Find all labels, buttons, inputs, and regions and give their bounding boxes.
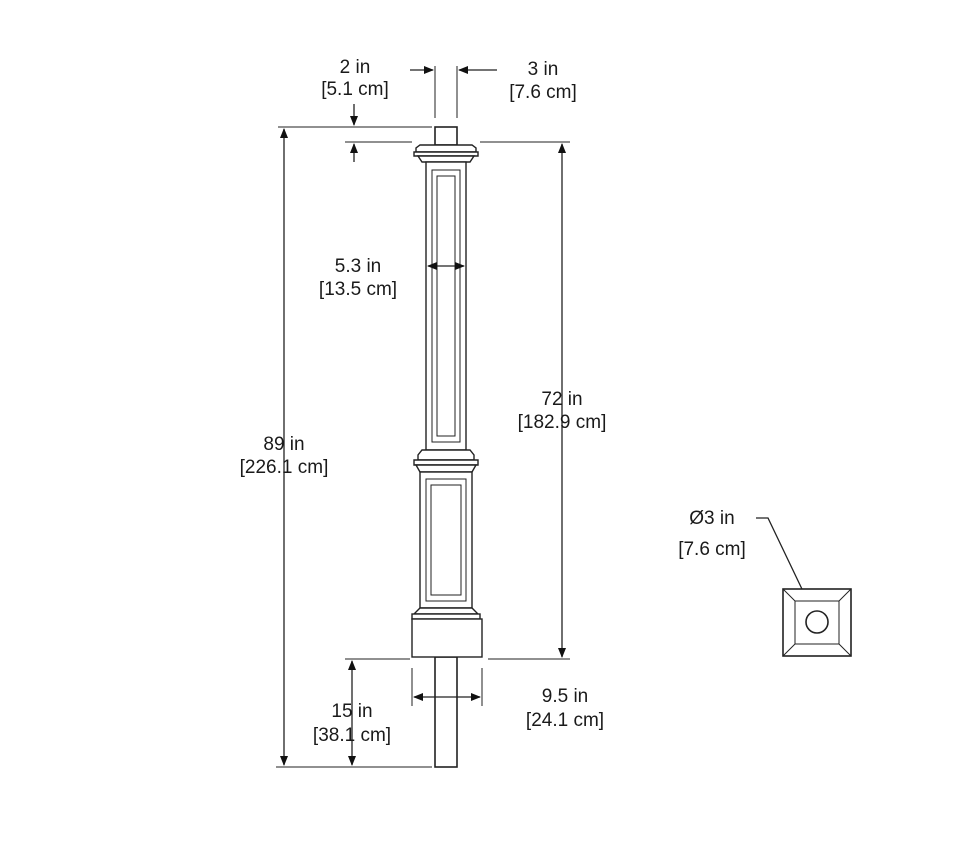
lower-panel-inner — [430, 484, 462, 596]
pole-top-stub — [434, 126, 458, 146]
upper-panel-inner — [436, 175, 456, 437]
pole-width-label-cm: [7.6 cm] — [509, 82, 577, 103]
pole-width-label-in: 3 in — [528, 59, 559, 80]
lower-panel-outer — [425, 478, 467, 602]
dimension-labels: 2 in [5.1 cm] 3 in [7.6 cm] 5.3 in [13.5… — [240, 57, 746, 746]
total-height-label-in: 89 in — [263, 434, 304, 455]
upper-panel-outer — [431, 169, 461, 443]
pole-ground-stake — [434, 656, 458, 768]
base-width-label-cm: [24.1 cm] — [526, 710, 604, 731]
post-width-label-in: 5.3 in — [335, 256, 381, 277]
total-height-label-cm: [226.1 cm] — [240, 457, 329, 478]
post-height-label-cm: [182.9 cm] — [518, 412, 607, 433]
pole-hole — [805, 610, 829, 634]
top-gap-label-cm: [5.1 cm] — [321, 79, 389, 100]
top-view-detail — [782, 588, 852, 657]
base-width-label-in: 9.5 in — [542, 686, 588, 707]
top-gap-label-in: 2 in — [340, 57, 371, 78]
top-cap — [415, 144, 477, 153]
lower-shaft — [419, 471, 473, 609]
post-width-label-cm: [13.5 cm] — [319, 279, 397, 300]
lamp-post-drawing — [411, 126, 483, 768]
upper-shaft — [425, 161, 467, 451]
middle-collar — [417, 449, 475, 461]
below-ground-label-cm: [38.1 cm] — [313, 725, 391, 746]
pole-diameter-label-cm: [7.6 cm] — [678, 539, 746, 560]
pole-diameter-label-in: Ø3 in — [689, 508, 734, 529]
dimension-lines — [276, 66, 813, 768]
below-ground-label-in: 15 in — [331, 701, 372, 722]
base-trim — [412, 607, 480, 615]
base-block — [411, 618, 483, 658]
post-height-label-in: 72 in — [541, 389, 582, 410]
